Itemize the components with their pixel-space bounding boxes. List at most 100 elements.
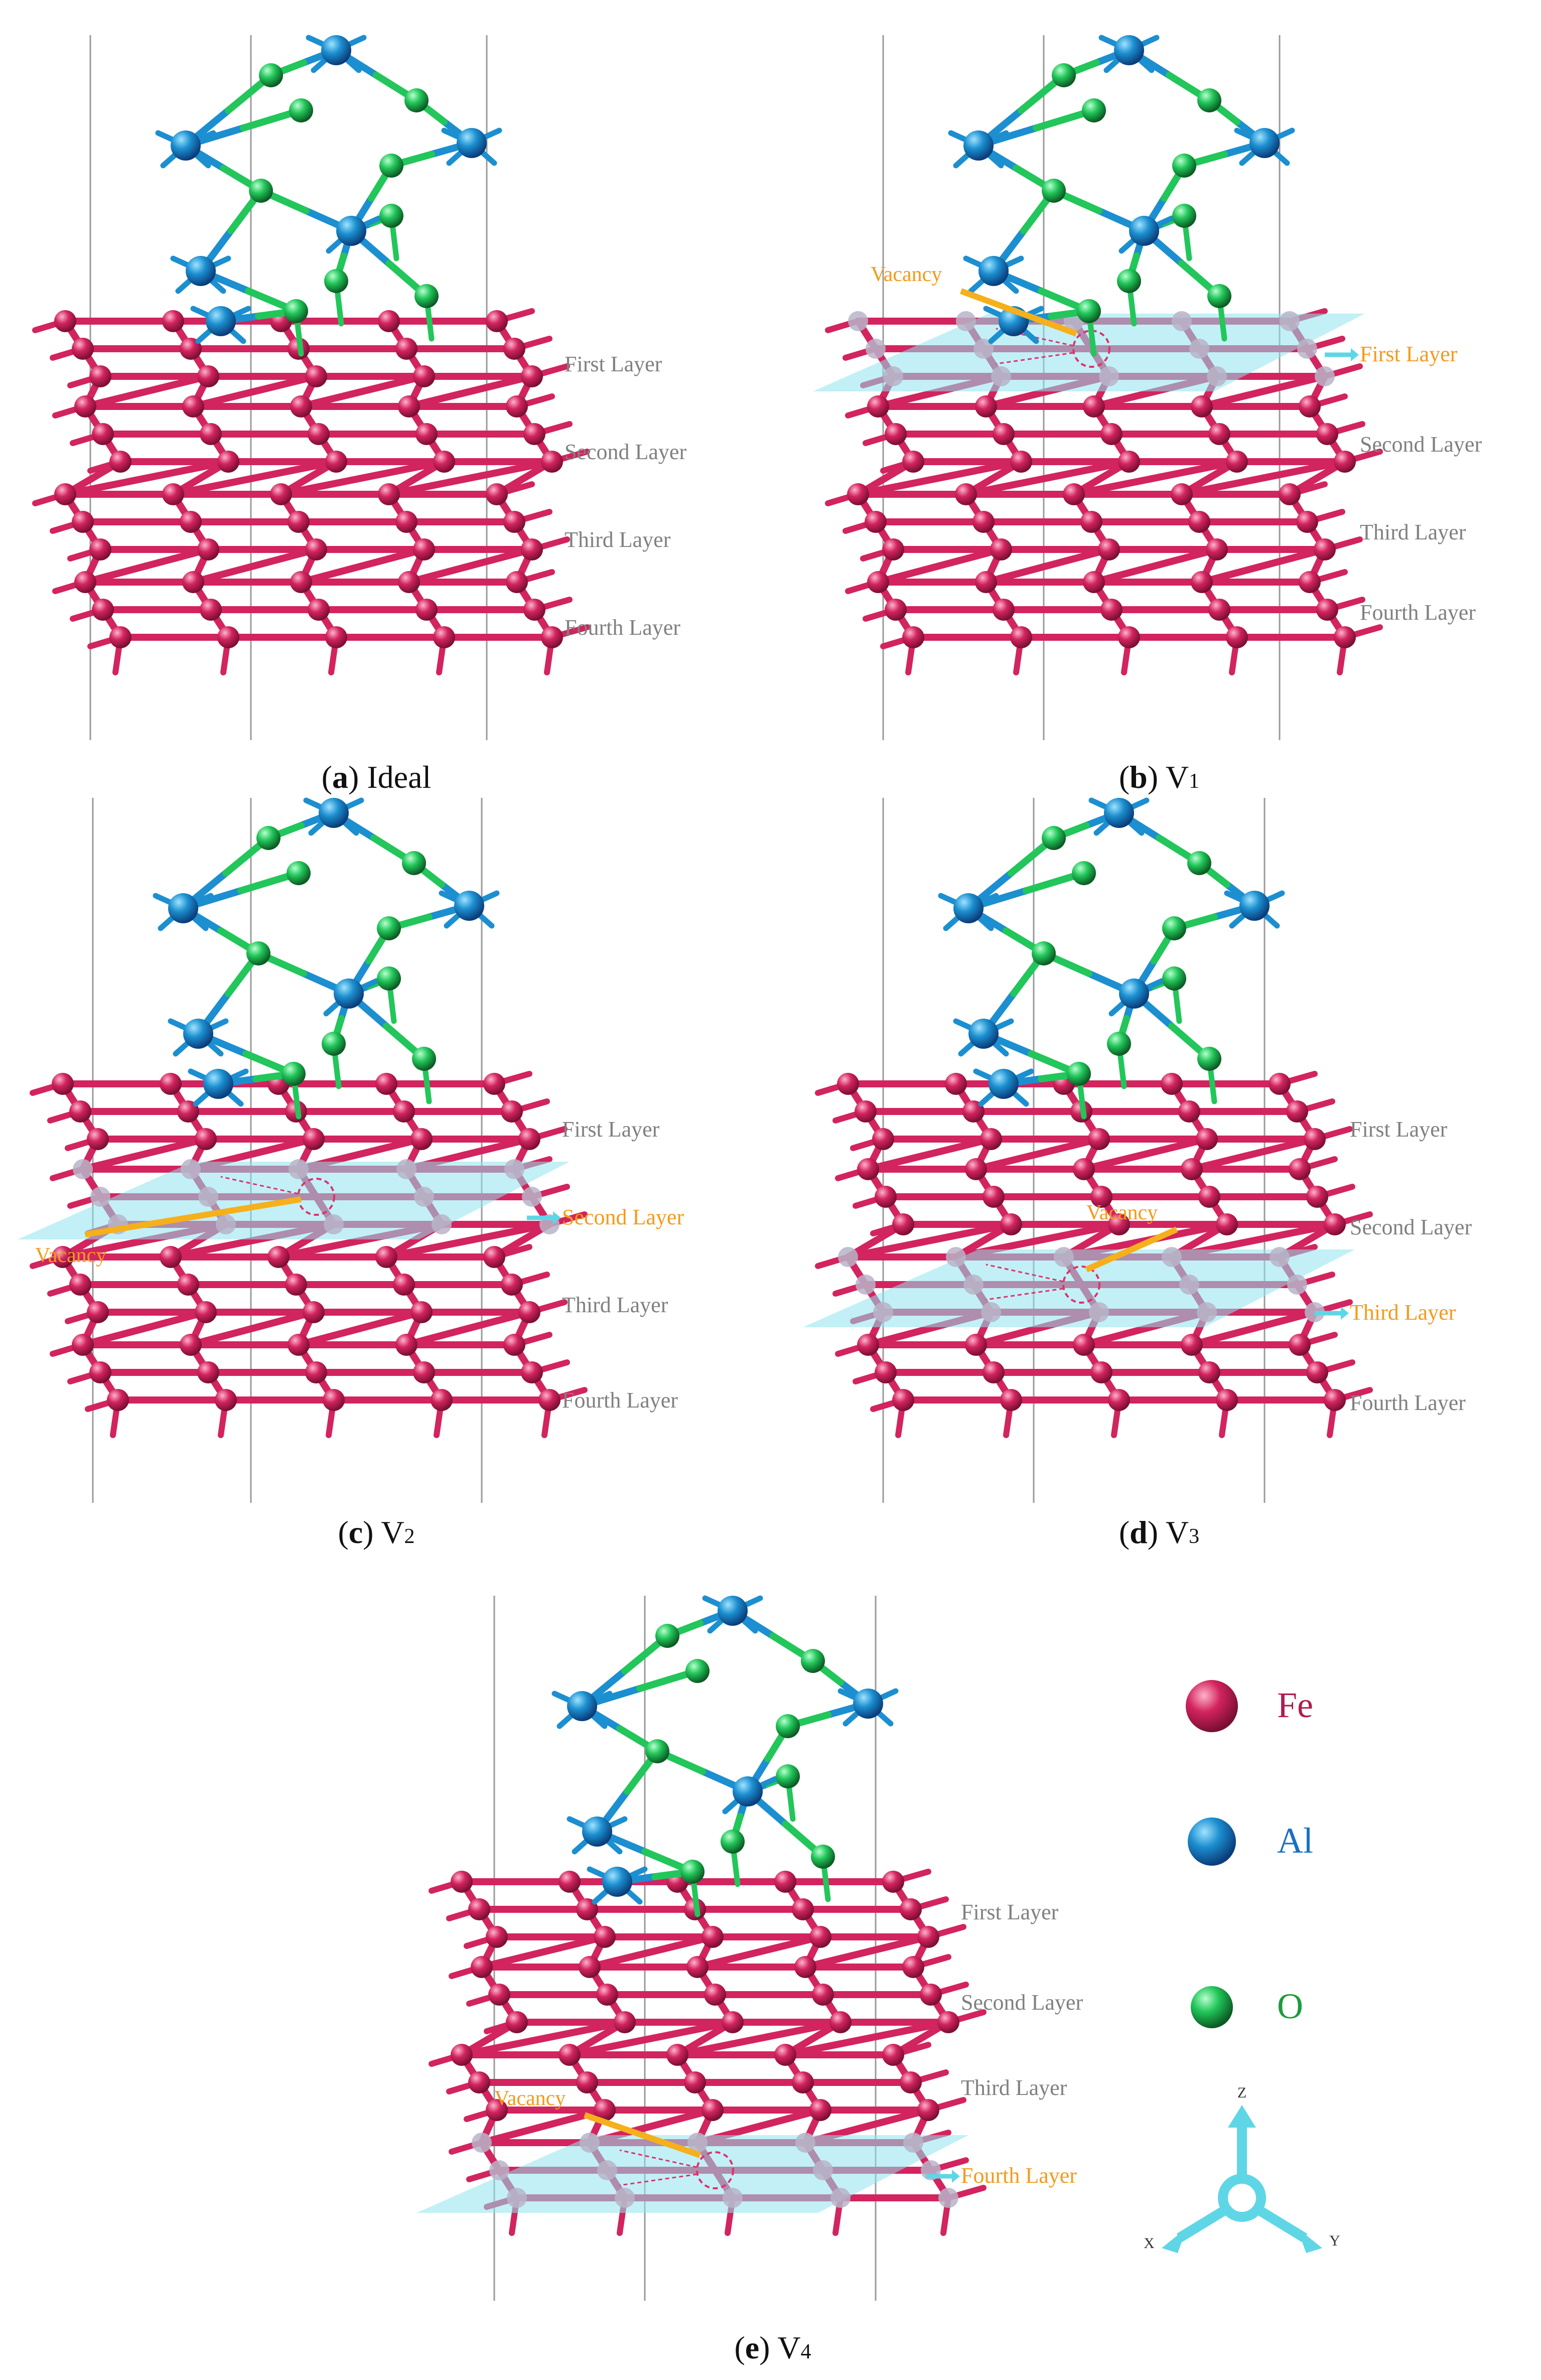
al-atom xyxy=(168,893,198,923)
fe-atom xyxy=(1226,451,1248,473)
caption-subscript: 1 xyxy=(1189,770,1199,793)
fe-atom xyxy=(323,1389,345,1411)
o-atom xyxy=(404,88,429,112)
fe-atom xyxy=(684,2071,706,2093)
o-atom xyxy=(1172,204,1196,228)
caption-letter: e xyxy=(745,2330,759,2365)
layer-label-third: Third Layer xyxy=(1350,1300,1456,1325)
fe-atom xyxy=(1010,626,1032,648)
fe-atom xyxy=(1181,1158,1203,1180)
fe-bond xyxy=(1070,458,1240,498)
fe-atom-vacancy-layer xyxy=(963,1275,984,1295)
fe-atom xyxy=(902,1956,924,1978)
fe-atom xyxy=(1188,511,1210,533)
fe-atom xyxy=(1161,1073,1183,1095)
fe-atom xyxy=(983,1186,1005,1208)
al-atom xyxy=(1104,798,1134,828)
fe-atom-vacancy-layer xyxy=(813,2160,833,2180)
fe-atom-vacancy-layer xyxy=(938,2188,958,2208)
o-atom xyxy=(1197,1047,1221,1071)
fe-atom xyxy=(89,1361,111,1383)
fe-atom xyxy=(1306,1186,1328,1208)
fe-atom xyxy=(875,1361,897,1383)
legend-swatch-al xyxy=(1188,1817,1236,1866)
fe-atom xyxy=(182,571,204,593)
fe-atom xyxy=(398,571,420,593)
fe-atom xyxy=(792,2071,814,2093)
fe-atom xyxy=(955,483,977,505)
caption-subscript: 4 xyxy=(801,2340,811,2363)
fe-bond xyxy=(674,2019,844,2058)
legend-label-fe: Fe xyxy=(1277,1685,1313,1725)
al-atom xyxy=(978,256,1009,286)
fe-atom xyxy=(867,571,889,593)
fe-atom xyxy=(1279,483,1301,505)
fe-atom xyxy=(829,2011,852,2033)
layer-label-first: First Layer xyxy=(565,352,662,376)
fe-atom xyxy=(1100,599,1123,621)
fe-atom xyxy=(305,365,327,387)
caption-rest: ) V xyxy=(1148,1514,1189,1550)
fe-bond xyxy=(855,458,1025,498)
vacancy-arrow xyxy=(584,2112,701,2158)
fe-bond xyxy=(586,1933,716,1971)
caption-open: ( xyxy=(1119,1514,1130,1550)
vacancy-dash-line xyxy=(619,2149,697,2168)
fe-atom xyxy=(975,395,997,417)
o-atom xyxy=(256,826,281,850)
fe-atom-vacancy-layer xyxy=(991,366,1011,386)
layer-label-first: First Layer xyxy=(562,1117,660,1142)
fe-atom xyxy=(305,1361,327,1383)
fe-atom-vacancy-layer xyxy=(856,1275,876,1295)
o-atom xyxy=(1107,1032,1131,1056)
fe-atoms xyxy=(451,1871,959,2208)
fe-atom xyxy=(109,626,131,648)
o-atom xyxy=(655,1624,679,1648)
fe-atom xyxy=(89,365,111,387)
fe-atom-vacancy-layer xyxy=(324,1214,344,1234)
fe-atom xyxy=(270,483,292,505)
al-atom xyxy=(336,216,366,246)
layer-pointer-arrowhead xyxy=(553,1211,561,1224)
fe-atoms xyxy=(54,310,563,648)
o-atom xyxy=(246,941,270,965)
fe-atom-vacancy-layer xyxy=(580,2133,600,2153)
fe-atom-vacancy-layer xyxy=(198,1187,218,1207)
fe-atom xyxy=(1316,599,1338,621)
fe-atom xyxy=(965,1158,987,1180)
fe-atom-vacancy-layer xyxy=(522,1187,542,1207)
fe-atom-vacancy-layer xyxy=(90,1187,110,1207)
fe-atom xyxy=(1226,626,1248,648)
fe-bond xyxy=(1178,458,1348,498)
o-atom xyxy=(1082,98,1106,122)
vacancy-layer-plane xyxy=(803,1249,1355,1327)
fe-atom xyxy=(1073,1158,1095,1180)
fe-atom xyxy=(200,423,222,445)
fe-atom xyxy=(1324,1389,1346,1411)
fe-atom xyxy=(965,1334,987,1356)
fe-atom xyxy=(892,1389,914,1411)
vacancy-arrow xyxy=(1085,1226,1178,1273)
fe-atom xyxy=(501,1100,523,1123)
fe-bond xyxy=(170,458,340,498)
layer-label-second: Second Layer xyxy=(562,1205,684,1229)
vacancy-site xyxy=(297,1178,335,1216)
panel-caption: (b) V1 xyxy=(1119,759,1199,795)
fe-atom xyxy=(415,423,438,445)
fe-bond xyxy=(405,373,535,410)
fe-atom xyxy=(983,1361,1005,1383)
fe-atom xyxy=(488,1984,510,2006)
al-atom xyxy=(321,35,351,65)
fe-atom xyxy=(413,1361,435,1383)
fe-atom xyxy=(72,511,94,533)
fe-atom-vacancy-layer xyxy=(866,339,886,359)
fe-atom xyxy=(410,1128,433,1150)
fe-atom xyxy=(541,626,563,648)
fe-atom xyxy=(1063,483,1085,505)
fe-atom xyxy=(451,2044,473,2066)
layer-label-third: Third Layer xyxy=(562,1293,668,1317)
fe-atom xyxy=(1306,1361,1328,1383)
fe-atom xyxy=(1108,1389,1130,1411)
fe-atom xyxy=(415,599,438,621)
o-atom xyxy=(1077,299,1101,323)
